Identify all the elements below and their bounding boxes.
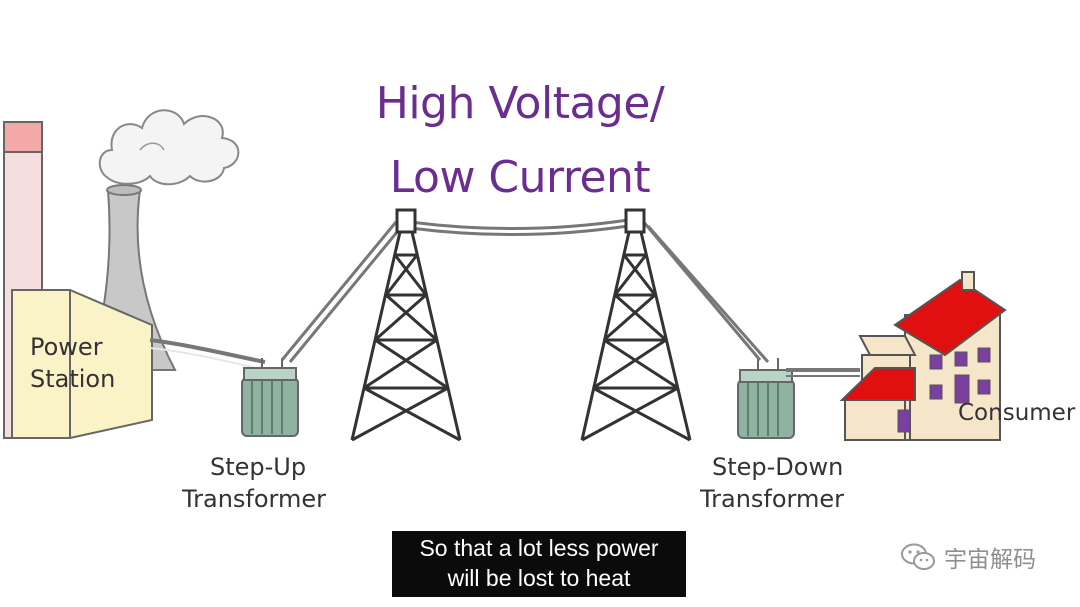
step-up-label-line-1: Step-Up [210, 453, 307, 481]
wechat-icon [901, 543, 935, 570]
watermark: 宇宙解码 [900, 540, 1036, 574]
consumer-house [839, 271, 1007, 441]
consumer-label: Consumer [958, 400, 1076, 426]
power-station-label-line-2: Station [30, 365, 116, 393]
step-up-label-line-2: Transformer [182, 485, 327, 513]
watermark-text: 宇宙解码 [944, 547, 1036, 573]
power-station-building [11, 289, 153, 439]
heading-line-2: Low Current [389, 152, 651, 203]
step-up-transformer [241, 358, 299, 437]
power-station-label-line-1: Power [30, 333, 103, 361]
heading-line-1: High Voltage/ [375, 78, 665, 129]
subtitle-caption: So that a lot less power will be lost to… [392, 531, 686, 597]
cable-station-to-stepup [149, 338, 266, 364]
transmission-tower-left [350, 208, 462, 442]
step-down-label-line-1: Step-Down [712, 453, 844, 481]
transmission-tower-right [580, 208, 692, 442]
step-down-transformer [737, 358, 795, 439]
subtitle-line-2: will be lost to heat [447, 565, 631, 591]
step-down-label-line-2: Transformer [700, 485, 845, 513]
subtitle-line-1: So that a lot less power [419, 535, 659, 561]
smoke-cloud [98, 109, 240, 186]
transmission-lines [280, 218, 770, 363]
